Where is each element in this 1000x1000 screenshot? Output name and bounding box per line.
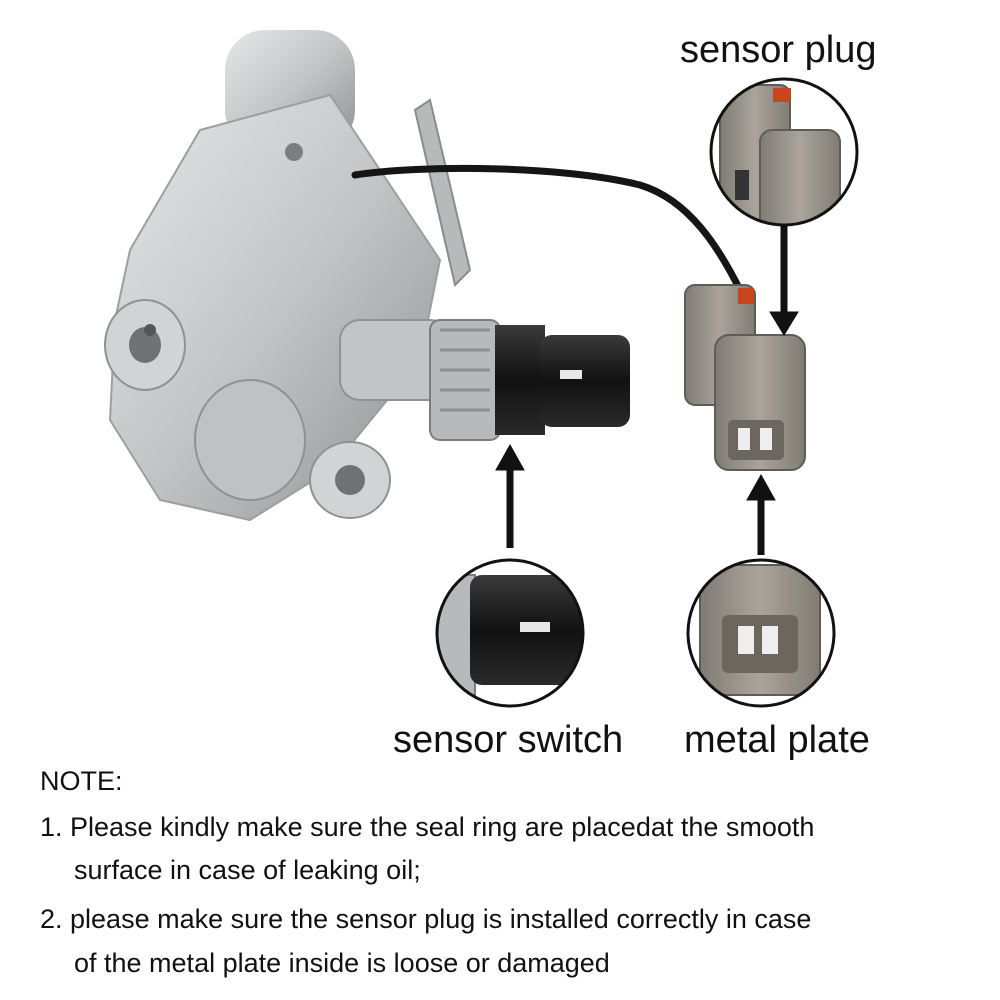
metal-plate-callout [686,558,836,708]
sensor-cable [351,164,744,294]
arrows [495,225,799,555]
note-item-2-line-1: 2. please make sure the sensor plug is i… [40,904,812,934]
note-item-1-line-2: surface in case of leaking oil; [74,855,421,885]
valve-body [104,30,472,522]
sensor-plug-label: sensor plug [680,29,877,71]
metal-plate-label: metal plate [684,719,870,761]
sensor-plug-callout [709,77,859,227]
note-heading: NOTE: [40,766,123,796]
note-item-1-line-1: 1. Please kindly make sure the seal ring… [40,812,815,842]
note-item-2-line-2: of the metal plate inside is loose or da… [74,948,610,978]
solenoid-illustration [104,30,859,708]
sensor-switch-callout [435,558,585,708]
sensor-switch [429,319,630,441]
sensor-switch-label: sensor switch [393,719,624,761]
grey-connector [684,284,806,471]
